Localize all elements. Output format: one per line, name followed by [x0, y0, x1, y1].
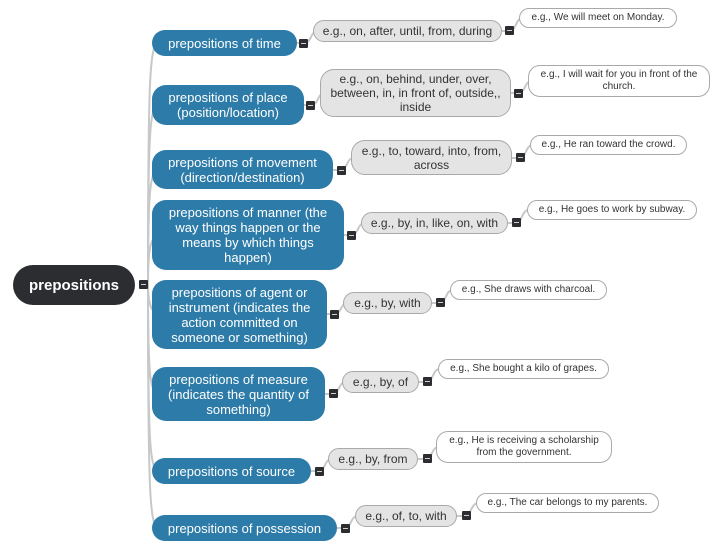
collapse-toggle-icon[interactable]	[347, 231, 356, 240]
sentence-label: e.g., He ran toward the crowd.	[541, 139, 676, 150]
collapse-toggle-icon[interactable]	[337, 166, 346, 175]
collapse-toggle-icon[interactable]	[423, 377, 432, 386]
examples-node-source[interactable]: e.g., by, from	[328, 448, 418, 470]
examples-label: e.g., on, after, until, from, during	[322, 24, 493, 38]
category-node-measure[interactable]: prepositions of measure (indicates the q…	[152, 367, 325, 421]
examples-label: e.g., to, toward, into, from, across	[361, 143, 502, 172]
sentence-label: e.g., We will meet on Monday.	[531, 12, 665, 23]
collapse-toggle-icon[interactable]	[512, 218, 521, 227]
examples-label: e.g., by, from	[338, 452, 408, 466]
category-node-possession[interactable]: prepositions of possession	[152, 515, 337, 541]
examples-node-manner[interactable]: e.g., by, in, like, on, with	[361, 212, 508, 234]
examples-label: e.g., on, behind, under, over, between, …	[330, 72, 501, 114]
examples-node-measure[interactable]: e.g., by, of	[342, 371, 419, 393]
collapse-toggle-icon[interactable]	[505, 26, 514, 35]
sentence-label: e.g., The car belongs to my parents.	[487, 497, 648, 508]
collapse-toggle-icon[interactable]	[299, 39, 308, 48]
collapse-toggle-icon[interactable]	[315, 467, 324, 476]
collapse-toggle-icon[interactable]	[139, 280, 148, 289]
category-label: prepositions of place (position/location…	[168, 90, 288, 120]
examples-node-possession[interactable]: e.g., of, to, with	[355, 505, 457, 527]
sentence-label: e.g., She draws with charcoal.	[461, 284, 596, 295]
sentence-node-source[interactable]: e.g., He is receiving a scholarship from…	[436, 431, 612, 463]
sentence-node-movement[interactable]: e.g., He ran toward the crowd.	[530, 135, 687, 155]
sentence-node-agent[interactable]: e.g., She draws with charcoal.	[450, 280, 607, 300]
examples-label: e.g., of, to, with	[365, 509, 447, 523]
examples-label: e.g., by, of	[352, 375, 409, 389]
collapse-toggle-icon[interactable]	[516, 153, 525, 162]
sentence-label: e.g., I will wait for you in front of th…	[540, 69, 698, 92]
category-node-manner[interactable]: prepositions of manner (the way things h…	[152, 200, 344, 270]
sentence-node-manner[interactable]: e.g., He goes to work by subway.	[527, 200, 697, 220]
examples-label: e.g., by, with	[354, 296, 421, 310]
collapse-toggle-icon[interactable]	[341, 524, 350, 533]
root-label: prepositions	[28, 276, 119, 294]
sentence-node-time[interactable]: e.g., We will meet on Monday.	[519, 8, 677, 28]
collapse-toggle-icon[interactable]	[462, 511, 471, 520]
category-label: prepositions of measure (indicates the q…	[168, 371, 309, 417]
sentence-node-possession[interactable]: e.g., The car belongs to my parents.	[476, 493, 659, 513]
category-label: prepositions of source	[167, 463, 296, 479]
category-node-agent[interactable]: prepositions of agent or instrument (ind…	[152, 280, 327, 349]
collapse-toggle-icon[interactable]	[423, 454, 432, 463]
category-label: prepositions of time	[168, 35, 281, 51]
category-node-source[interactable]: prepositions of source	[152, 458, 311, 484]
collapse-toggle-icon[interactable]	[329, 389, 338, 398]
examples-node-movement[interactable]: e.g., to, toward, into, from, across	[351, 140, 512, 175]
examples-node-agent[interactable]: e.g., by, with	[343, 292, 432, 314]
examples-node-time[interactable]: e.g., on, after, until, from, during	[313, 20, 502, 42]
category-node-place[interactable]: prepositions of place (position/location…	[152, 85, 304, 125]
category-node-movement[interactable]: prepositions of movement (direction/dest…	[152, 150, 333, 189]
sentence-node-measure[interactable]: e.g., She bought a kilo of grapes.	[438, 359, 609, 379]
collapse-toggle-icon[interactable]	[306, 101, 315, 110]
collapse-toggle-icon[interactable]	[514, 89, 523, 98]
category-label: prepositions of manner (the way things h…	[168, 205, 328, 265]
sentence-label: e.g., She bought a kilo of grapes.	[450, 363, 597, 374]
category-label: prepositions of possession	[167, 520, 322, 536]
category-label: prepositions of movement (direction/dest…	[168, 154, 317, 185]
collapse-toggle-icon[interactable]	[436, 298, 445, 307]
root-node[interactable]: prepositions	[13, 265, 135, 305]
sentence-label: e.g., He is receiving a scholarship from…	[449, 435, 599, 458]
category-label: prepositions of agent or instrument (ind…	[168, 284, 311, 345]
collapse-toggle-icon[interactable]	[330, 310, 339, 319]
sentence-label: e.g., He goes to work by subway.	[538, 204, 686, 215]
category-node-time[interactable]: prepositions of time	[152, 30, 297, 56]
examples-node-place[interactable]: e.g., on, behind, under, over, between, …	[320, 69, 511, 117]
sentence-node-place[interactable]: e.g., I will wait for you in front of th…	[528, 65, 710, 97]
examples-label: e.g., by, in, like, on, with	[370, 216, 499, 230]
